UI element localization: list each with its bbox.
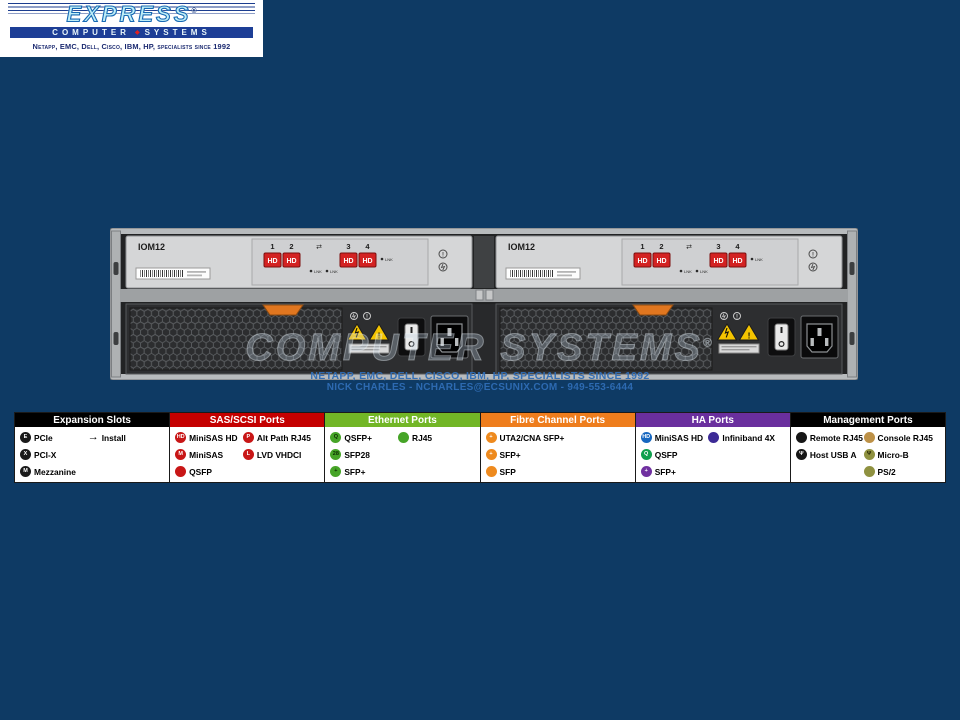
right-mounting-ear [847,230,857,378]
micro-b-badge: Ψ [863,449,875,460]
lvd-vhdci-badge: L [242,449,254,460]
legend-item: +UTA2/CNA SFP+ [485,431,564,444]
pcix-badge: X [20,449,31,460]
ps2-badge [863,466,875,477]
legend-header: SAS/SCSI Ports [170,413,325,427]
host-usb-a-badge: Ψ [795,449,807,460]
install-arrow-icon: → [87,431,99,443]
legend-item: Infiniband 4X [708,431,787,444]
fc-sfp-badge [485,466,497,477]
logo-tagline: Netapp, EMC, Dell, Cisco, IBM, HP, speci… [32,42,231,51]
legend-item: +SFP+ [485,448,554,461]
disk-shelf-rear-view: IOM12 1 2 ⇄ 3 4 [110,228,858,380]
module-bay-divider [474,236,494,288]
minisas-badge: M [175,449,187,460]
iom12-module-left [125,235,473,289]
logo-bar-word2: SYSTEMS [144,28,211,37]
logo-wordmark: EXPRESS® [0,0,263,28]
iom12-module-right [495,235,843,289]
uta2-cna-sfp-badge: + [485,432,497,443]
ha-qsfp-badge: Q [640,449,652,460]
sfp28-badge: 28 [330,449,342,460]
legend-header: Expansion Slots [15,413,170,427]
legend-header: Management Ports [790,413,946,427]
psu-right [495,303,843,375]
diamond-separator-icon: ◆ [134,29,140,36]
legend-item: QSFP [175,465,243,478]
legend-header: Ethernet Ports [325,413,480,427]
console-rj45-badge [863,432,875,443]
legend-item: Console RJ45 [863,431,943,444]
sfp-plus-badge: + [330,466,342,477]
legend-item: Remote RJ45 [795,431,864,444]
ha-sfp-plus-badge: + [640,466,652,477]
registered-mark: ® [191,8,197,15]
minisas-hd-badge: HD [175,432,187,443]
chassis-mid-rail [120,289,848,302]
legend-item: +SFP+ [640,465,709,478]
remote-rj45-badge [795,432,807,443]
logo-speed-lines [8,3,255,14]
psu-bay-divider [472,304,496,374]
legend-item: RJ45 [398,431,477,444]
ha-minisas-hd-badge: HD [640,432,652,443]
infiniband-4x-badge [708,432,720,443]
logo-express-text: EXPRESS [66,1,192,27]
legend-header: Fibre Channel Ports [480,413,635,427]
qsfp-badge [175,466,187,477]
legend-item: →Install [87,431,126,443]
psu-left [125,303,473,375]
left-mounting-ear [111,230,121,378]
qsfp-plus-badge: Q [330,432,342,443]
logo-bar: COMPUTER ◆ SYSTEMS [10,27,253,38]
center-latch-tab [475,289,484,301]
legend-header: HA Ports [635,413,790,427]
logo-bar-word1: COMPUTER [52,28,130,37]
legend-item: +SFP+ [330,465,398,478]
legend-item: PS/2 [863,465,943,478]
disk-shelf-svg: IOM12 1 2 ⇄ 3 4 [110,228,858,380]
mezzanine-badge: M [20,466,31,477]
pcie-badge: E [20,432,31,443]
legend-item: SFP [485,465,554,478]
alt-path-rj45-badge: P [242,432,254,443]
legend-column-fibre-channel-ports: Fibre Channel Ports +UTA2/CNA SFP+ +SFP+… [480,413,636,482]
ecs-logo: EXPRESS® COMPUTER ◆ SYSTEMS Netapp, EMC,… [0,0,263,57]
watermark-contact: NICK CHARLES - NCHARLES@ECSUNIX.COM - 94… [326,382,634,393]
rj45-badge [398,432,410,443]
center-latch-tab [485,289,494,301]
fc-sfp-plus-badge: + [485,449,497,460]
